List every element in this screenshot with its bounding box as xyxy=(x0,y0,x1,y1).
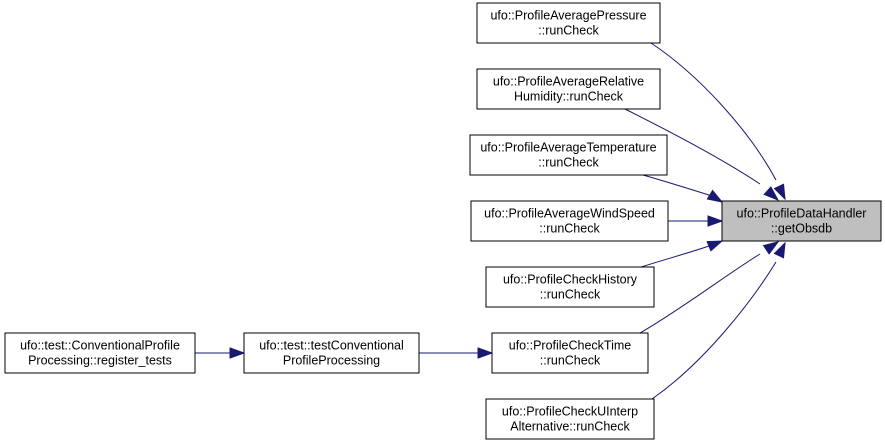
arrowhead-icon xyxy=(773,183,786,201)
node-box xyxy=(485,266,655,308)
arrowhead-icon xyxy=(706,189,724,203)
node-label-line: ufo::ProfileCheckUInterp xyxy=(502,405,638,419)
node-label-line: ufo::ProfileAveragePressure xyxy=(490,9,646,23)
node-check-time[interactable]: ufo::ProfileCheckTime::runCheck xyxy=(491,332,649,374)
node-avg-temperature[interactable]: ufo::ProfileAverageTemperature::runCheck xyxy=(469,134,668,176)
node-label-line: Humidity::runCheck xyxy=(514,90,624,104)
edge-avg_wind_speed-to-target xyxy=(668,215,724,227)
arrowhead-icon xyxy=(477,347,494,359)
node-register-tests[interactable]: ufo::test::ConventionalProfileProcessing… xyxy=(4,332,196,374)
node-label-line: ::runCheck xyxy=(540,288,601,302)
node-avg-pressure[interactable]: ufo::ProfileAveragePressure::runCheck xyxy=(476,2,661,44)
node-label-line: ufo::ProfileAverageRelative xyxy=(493,75,644,89)
edge-line xyxy=(650,42,777,181)
node-avg-wind-speed[interactable]: ufo::ProfileAverageWindSpeed::runCheck xyxy=(470,200,669,242)
node-box xyxy=(469,134,668,176)
node-label-line: ProfileProcessing xyxy=(283,354,380,368)
node-test-conventional[interactable]: ufo::test::testConventionalProfileProces… xyxy=(243,332,420,374)
edge-avg_temperature-to-target xyxy=(642,174,724,203)
node-box xyxy=(485,398,655,440)
node-label-line: ::getObsdb xyxy=(771,222,832,236)
node-box xyxy=(476,68,661,110)
edge-check_history-to-target xyxy=(640,240,724,268)
node-label-line: ::runCheck xyxy=(539,222,600,236)
arrowhead-icon xyxy=(707,215,724,227)
edge-line xyxy=(639,253,761,334)
node-label-line: ::runCheck xyxy=(538,156,599,170)
edge-avg_rel_humidity-to-target xyxy=(624,108,780,201)
edge-avg_pressure-to-target xyxy=(650,42,786,201)
arrowhead-icon xyxy=(229,347,246,359)
node-label-line: ufo::test::testConventional xyxy=(259,339,404,353)
edge-line xyxy=(640,244,713,268)
node-label-line: ::runCheck xyxy=(538,24,599,38)
node-label-line: ufo::ProfileCheckTime xyxy=(509,339,632,353)
node-box xyxy=(4,332,196,374)
edge-test_conventional-to-check_time xyxy=(419,347,494,359)
node-box xyxy=(491,332,649,374)
node-label-line: ::runCheck xyxy=(540,354,601,368)
arrowhead-icon xyxy=(773,241,786,259)
edges-layer xyxy=(195,42,786,400)
edge-line xyxy=(642,174,713,197)
arrowhead-icon xyxy=(762,241,780,255)
arrowhead-icon xyxy=(763,186,780,201)
node-label-line: Processing::register_tests xyxy=(28,354,172,368)
node-box xyxy=(476,2,661,44)
node-label-line: ufo::ProfileDataHandler xyxy=(737,207,867,221)
arrowhead-icon xyxy=(706,240,724,252)
node-label-line: ufo::test::ConventionalProfile xyxy=(20,339,180,353)
node-label-line: ufo::ProfileAverageTemperature xyxy=(480,141,656,155)
node-label-line: Alternative::runCheck xyxy=(510,420,630,434)
nodes-layer: ufo::ProfileDataHandler::getObsdbufo::Pr… xyxy=(4,2,882,440)
node-box xyxy=(721,200,882,242)
node-label-line: ufo::ProfileCheckHistory xyxy=(503,273,638,287)
edge-line xyxy=(651,261,777,400)
node-box xyxy=(470,200,669,242)
node-avg-rel-humidity[interactable]: ufo::ProfileAverageRelativeHumidity::run… xyxy=(476,68,661,110)
node-label-line: ufo::ProfileAverageWindSpeed xyxy=(484,207,655,221)
edge-register_tests-to-test_conventional xyxy=(195,347,246,359)
node-target: ufo::ProfileDataHandler::getObsdb xyxy=(721,200,882,242)
edge-check_time-to-target xyxy=(639,241,780,334)
node-check-history[interactable]: ufo::ProfileCheckHistory::runCheck xyxy=(485,266,655,308)
edge-line xyxy=(624,108,761,185)
node-check-uinterp[interactable]: ufo::ProfileCheckUInterpAlternative::run… xyxy=(485,398,655,440)
edge-check_uinterp-to-target xyxy=(651,241,786,400)
node-box xyxy=(243,332,420,374)
